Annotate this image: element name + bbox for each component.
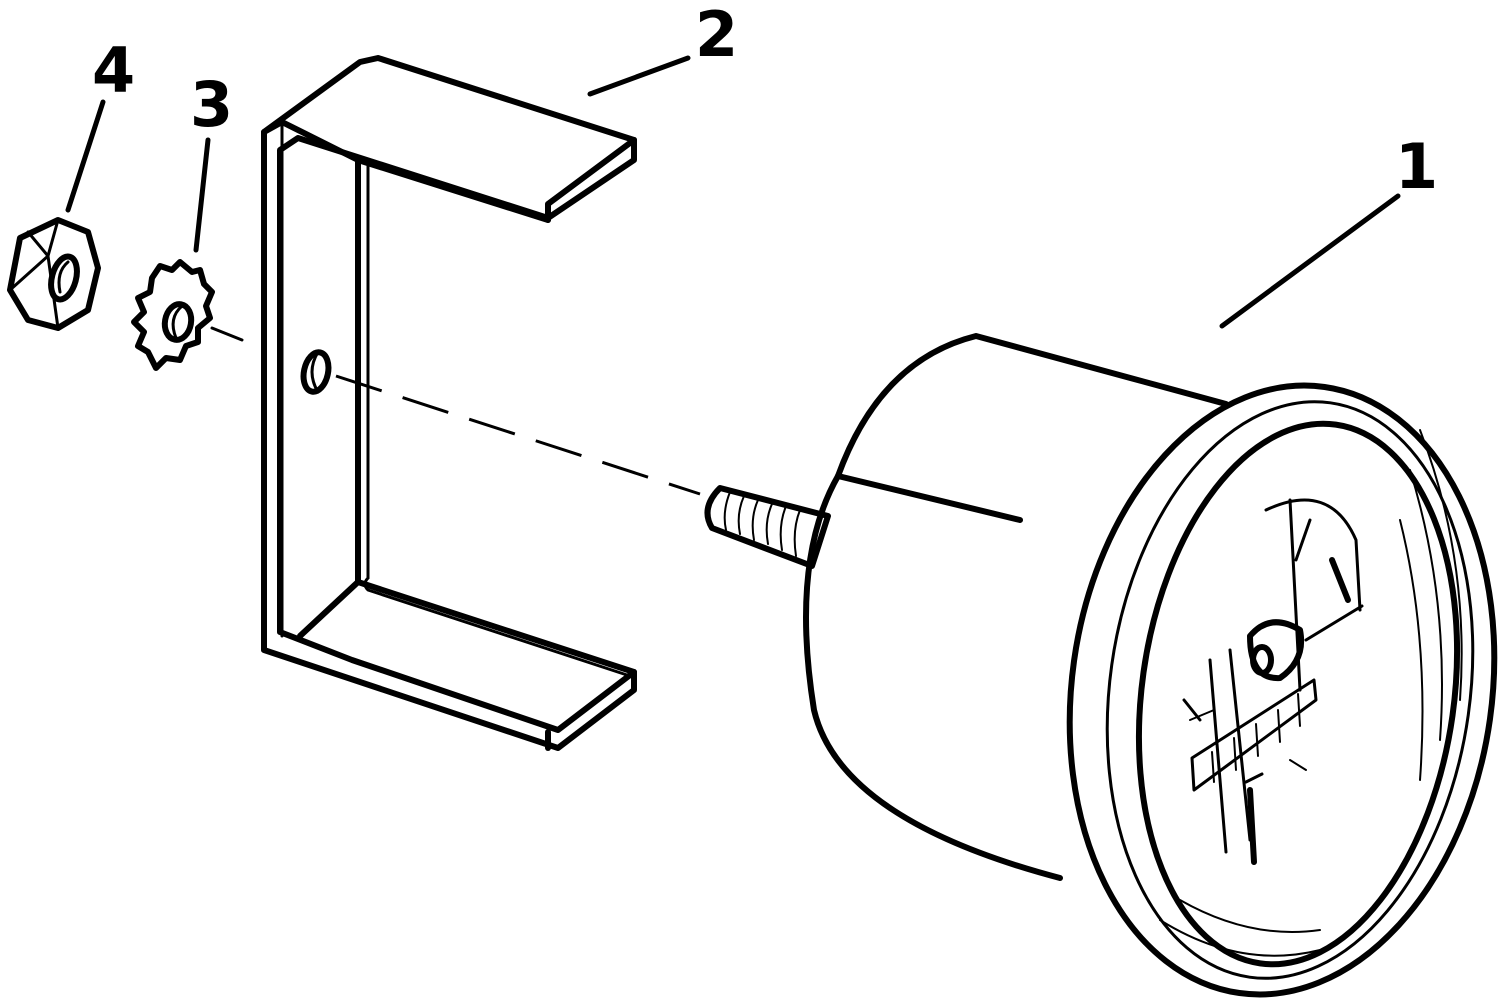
leader-line-2 (587, 55, 691, 97)
gauge-face (1182, 498, 1364, 865)
callout-1: 1 (1395, 130, 1438, 203)
leader-line-1 (1219, 193, 1401, 329)
callout-4: 4 (92, 34, 135, 107)
leader-line-4 (65, 99, 106, 213)
gauge-assembly (704, 333, 1498, 998)
leader-line-3 (193, 137, 211, 253)
gauge-face-rim (1135, 420, 1461, 968)
axis-dash-left (210, 326, 244, 342)
threaded-stud (704, 485, 831, 569)
hex-nut (7, 217, 101, 331)
u-bracket (261, 55, 637, 751)
gauge-bezel (1066, 382, 1498, 998)
callout-3: 3 (190, 68, 233, 141)
lock-washer (131, 259, 215, 371)
axis-dash-line (335, 374, 701, 496)
callout-2: 2 (695, 0, 738, 71)
